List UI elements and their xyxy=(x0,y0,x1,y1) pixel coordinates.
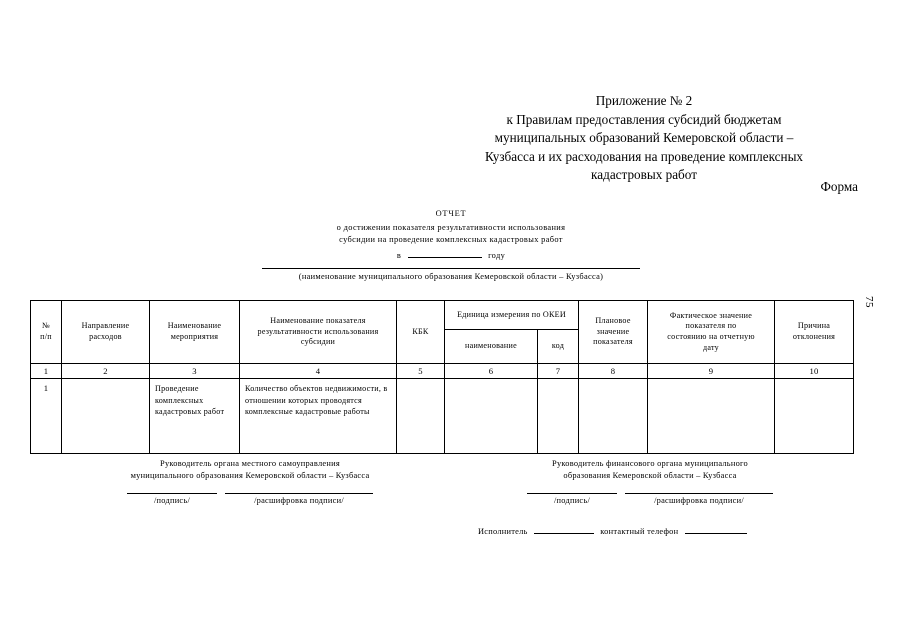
appendix-line-2: к Правилам предоставления субсидий бюдже… xyxy=(506,111,782,127)
header-cell-okei-group: Единица измерения по ОКЕИ xyxy=(444,299,579,331)
table-column-number-row: 1 2 3 4 5 6 7 8 9 10 xyxy=(30,363,854,379)
appendix-heading: Приложение № 2 к Правилам предоставления… xyxy=(430,92,858,185)
report-table: № п/п Направление расходов Наименование … xyxy=(30,299,854,454)
left-decode-caption: /расшифровка подписи/ xyxy=(254,496,344,506)
header-actual-line-1: Фактическое значение xyxy=(669,310,753,320)
header-planned-line-1: Плановое xyxy=(595,316,631,326)
executor-label: Исполнитель xyxy=(478,527,528,536)
report-heading: ОТЧЕТ xyxy=(435,209,467,218)
left-signature-lines: /подпись/ /расшифровка подписи/ xyxy=(60,493,440,507)
header-cell-actual-value: Фактическое значение показателя по состо… xyxy=(647,300,775,364)
header-expense-line-2: расходов xyxy=(89,332,122,341)
report-year-line: в году xyxy=(245,248,657,263)
colnum-10: 10 xyxy=(774,363,854,379)
right-signatory-title-line-1: Руководитель финансового органа муниципа… xyxy=(552,459,748,468)
cell-activity-name[interactable]: Проведение комплексных кадастровых работ xyxy=(149,378,240,454)
header-actual-line-3: состоянию на отчетную xyxy=(667,332,755,341)
right-signature-rule[interactable] xyxy=(527,493,617,495)
header-deviation-line-2: отклонения xyxy=(792,332,836,341)
right-signature-slot: /подпись/ xyxy=(527,493,617,507)
organization-caption-block: (наименование муниципального образования… xyxy=(244,268,658,283)
header-cell-number: № п/п xyxy=(30,300,62,364)
executor-name-field[interactable] xyxy=(533,524,594,534)
signature-block-local-government: Руководитель органа местного самоуправле… xyxy=(60,458,440,507)
organization-blank-rule[interactable] xyxy=(262,268,640,269)
header-activity-line-2: мероприятия xyxy=(170,332,219,341)
colnum-3: 3 xyxy=(149,363,240,379)
appendix-line-3: муниципальных образований Кемеровской об… xyxy=(494,130,794,146)
colnum-9: 9 xyxy=(647,363,775,379)
right-signature-caption: /подпись/ xyxy=(553,496,591,506)
left-decode-slot: /расшифровка подписи/ xyxy=(225,493,373,507)
header-cell-planned-value: Плановое значение показателя xyxy=(578,300,648,364)
header-number-line-2: п/п xyxy=(40,332,52,341)
cell-row-number: 1 xyxy=(30,378,62,454)
colnum-7: 7 xyxy=(537,363,579,379)
header-cell-deviation-reason: Причина отклонения xyxy=(774,300,854,364)
executor-phone-field[interactable] xyxy=(684,524,747,534)
header-actual-line-2: показателя по xyxy=(685,321,737,331)
left-signature-slot: /подпись/ xyxy=(127,493,217,507)
colnum-8: 8 xyxy=(578,363,648,379)
colnum-5: 5 xyxy=(396,363,445,379)
header-planned-line-3: показателя xyxy=(593,337,633,347)
cell-expense-direction[interactable] xyxy=(61,378,150,454)
header-cell-okei-name: наименование xyxy=(444,329,538,364)
form-label: Форма xyxy=(820,179,858,194)
page-number: 75 xyxy=(863,296,875,308)
cell-indicator-name[interactable]: Количество объектов недвижимости, в отно… xyxy=(239,378,397,454)
year-prefix: в xyxy=(396,251,402,261)
header-number-line-1: № xyxy=(42,321,50,331)
header-deviation-line-1: Причина xyxy=(797,321,831,331)
colnum-6: 6 xyxy=(444,363,538,379)
header-cell-activity-name: Наименование мероприятия xyxy=(149,300,240,364)
right-decode-caption: /расшифровка подписи/ xyxy=(654,496,744,506)
organization-caption: (наименование муниципального образования… xyxy=(298,272,604,281)
right-signature-lines: /подпись/ /расшифровка подписи/ xyxy=(455,493,845,507)
table-row: 1 Проведение комплексных кадастровых раб… xyxy=(30,378,854,454)
appendix-line-1: Приложение № 2 xyxy=(595,93,693,108)
year-blank-field[interactable] xyxy=(407,248,482,259)
cell-deviation-reason[interactable] xyxy=(774,378,854,454)
header-indicator-line-2: результативности использования xyxy=(257,326,379,336)
cell-kbk[interactable] xyxy=(396,378,445,454)
left-signatory-title-line-2: муниципального образования Кемеровской о… xyxy=(130,470,370,480)
cell-okei-code[interactable] xyxy=(537,378,579,454)
report-title-block: ОТЧЕТ о достижении показателя результати… xyxy=(245,208,657,263)
appendix-line-5: кадастровых работ xyxy=(591,167,697,183)
table-header-row-sub: наименование код xyxy=(31,329,854,364)
header-cell-expense-direction: Направление расходов xyxy=(61,300,150,364)
header-indicator-line-3: субсидии xyxy=(300,337,336,347)
right-decode-rule[interactable] xyxy=(625,493,773,495)
left-signature-caption: /подпись/ xyxy=(153,496,191,506)
appendix-line-4: Кузбасса и их расходования на проведение… xyxy=(484,148,804,164)
cell-planned-value[interactable] xyxy=(578,378,648,454)
header-actual-line-4: дату xyxy=(703,342,719,352)
left-signature-rule[interactable] xyxy=(127,493,217,495)
executor-line: Исполнитель контактный телефон xyxy=(478,524,747,538)
colnum-1: 1 xyxy=(30,363,62,379)
signature-block-financial-authority: Руководитель финансового органа муниципа… xyxy=(455,458,845,507)
header-activity-line-1: Наименование xyxy=(167,321,222,331)
header-expense-line-1: Направление xyxy=(81,321,130,331)
header-cell-okei-code: код xyxy=(537,329,579,364)
right-signatory-title-line-2: образования Кемеровской области – Кузбас… xyxy=(563,470,737,480)
header-cell-kbk: КБК xyxy=(396,300,445,364)
report-subtitle-line-1: о достижении показателя результативности… xyxy=(336,222,566,232)
colnum-2: 2 xyxy=(61,363,150,379)
executor-phone-label: контактный телефон xyxy=(600,527,679,536)
left-signatory-title-line-1: Руководитель органа местного самоуправле… xyxy=(160,459,340,468)
year-suffix: году xyxy=(488,251,506,261)
table-header-row-top: № п/п Направление расходов Наименование … xyxy=(30,299,854,364)
header-planned-line-2: значение xyxy=(596,326,630,336)
cell-actual-value[interactable] xyxy=(647,378,775,454)
header-indicator-line-1: Наименование показателя xyxy=(270,316,366,326)
report-subtitle-line-2: субсидии на проведение комплексных кадас… xyxy=(339,235,563,245)
right-decode-slot: /расшифровка подписи/ xyxy=(625,493,773,507)
colnum-4: 4 xyxy=(239,363,397,379)
left-decode-rule[interactable] xyxy=(225,493,373,495)
cell-okei-name[interactable] xyxy=(444,378,538,454)
header-cell-indicator-name: Наименование показателя результативности… xyxy=(239,300,397,364)
